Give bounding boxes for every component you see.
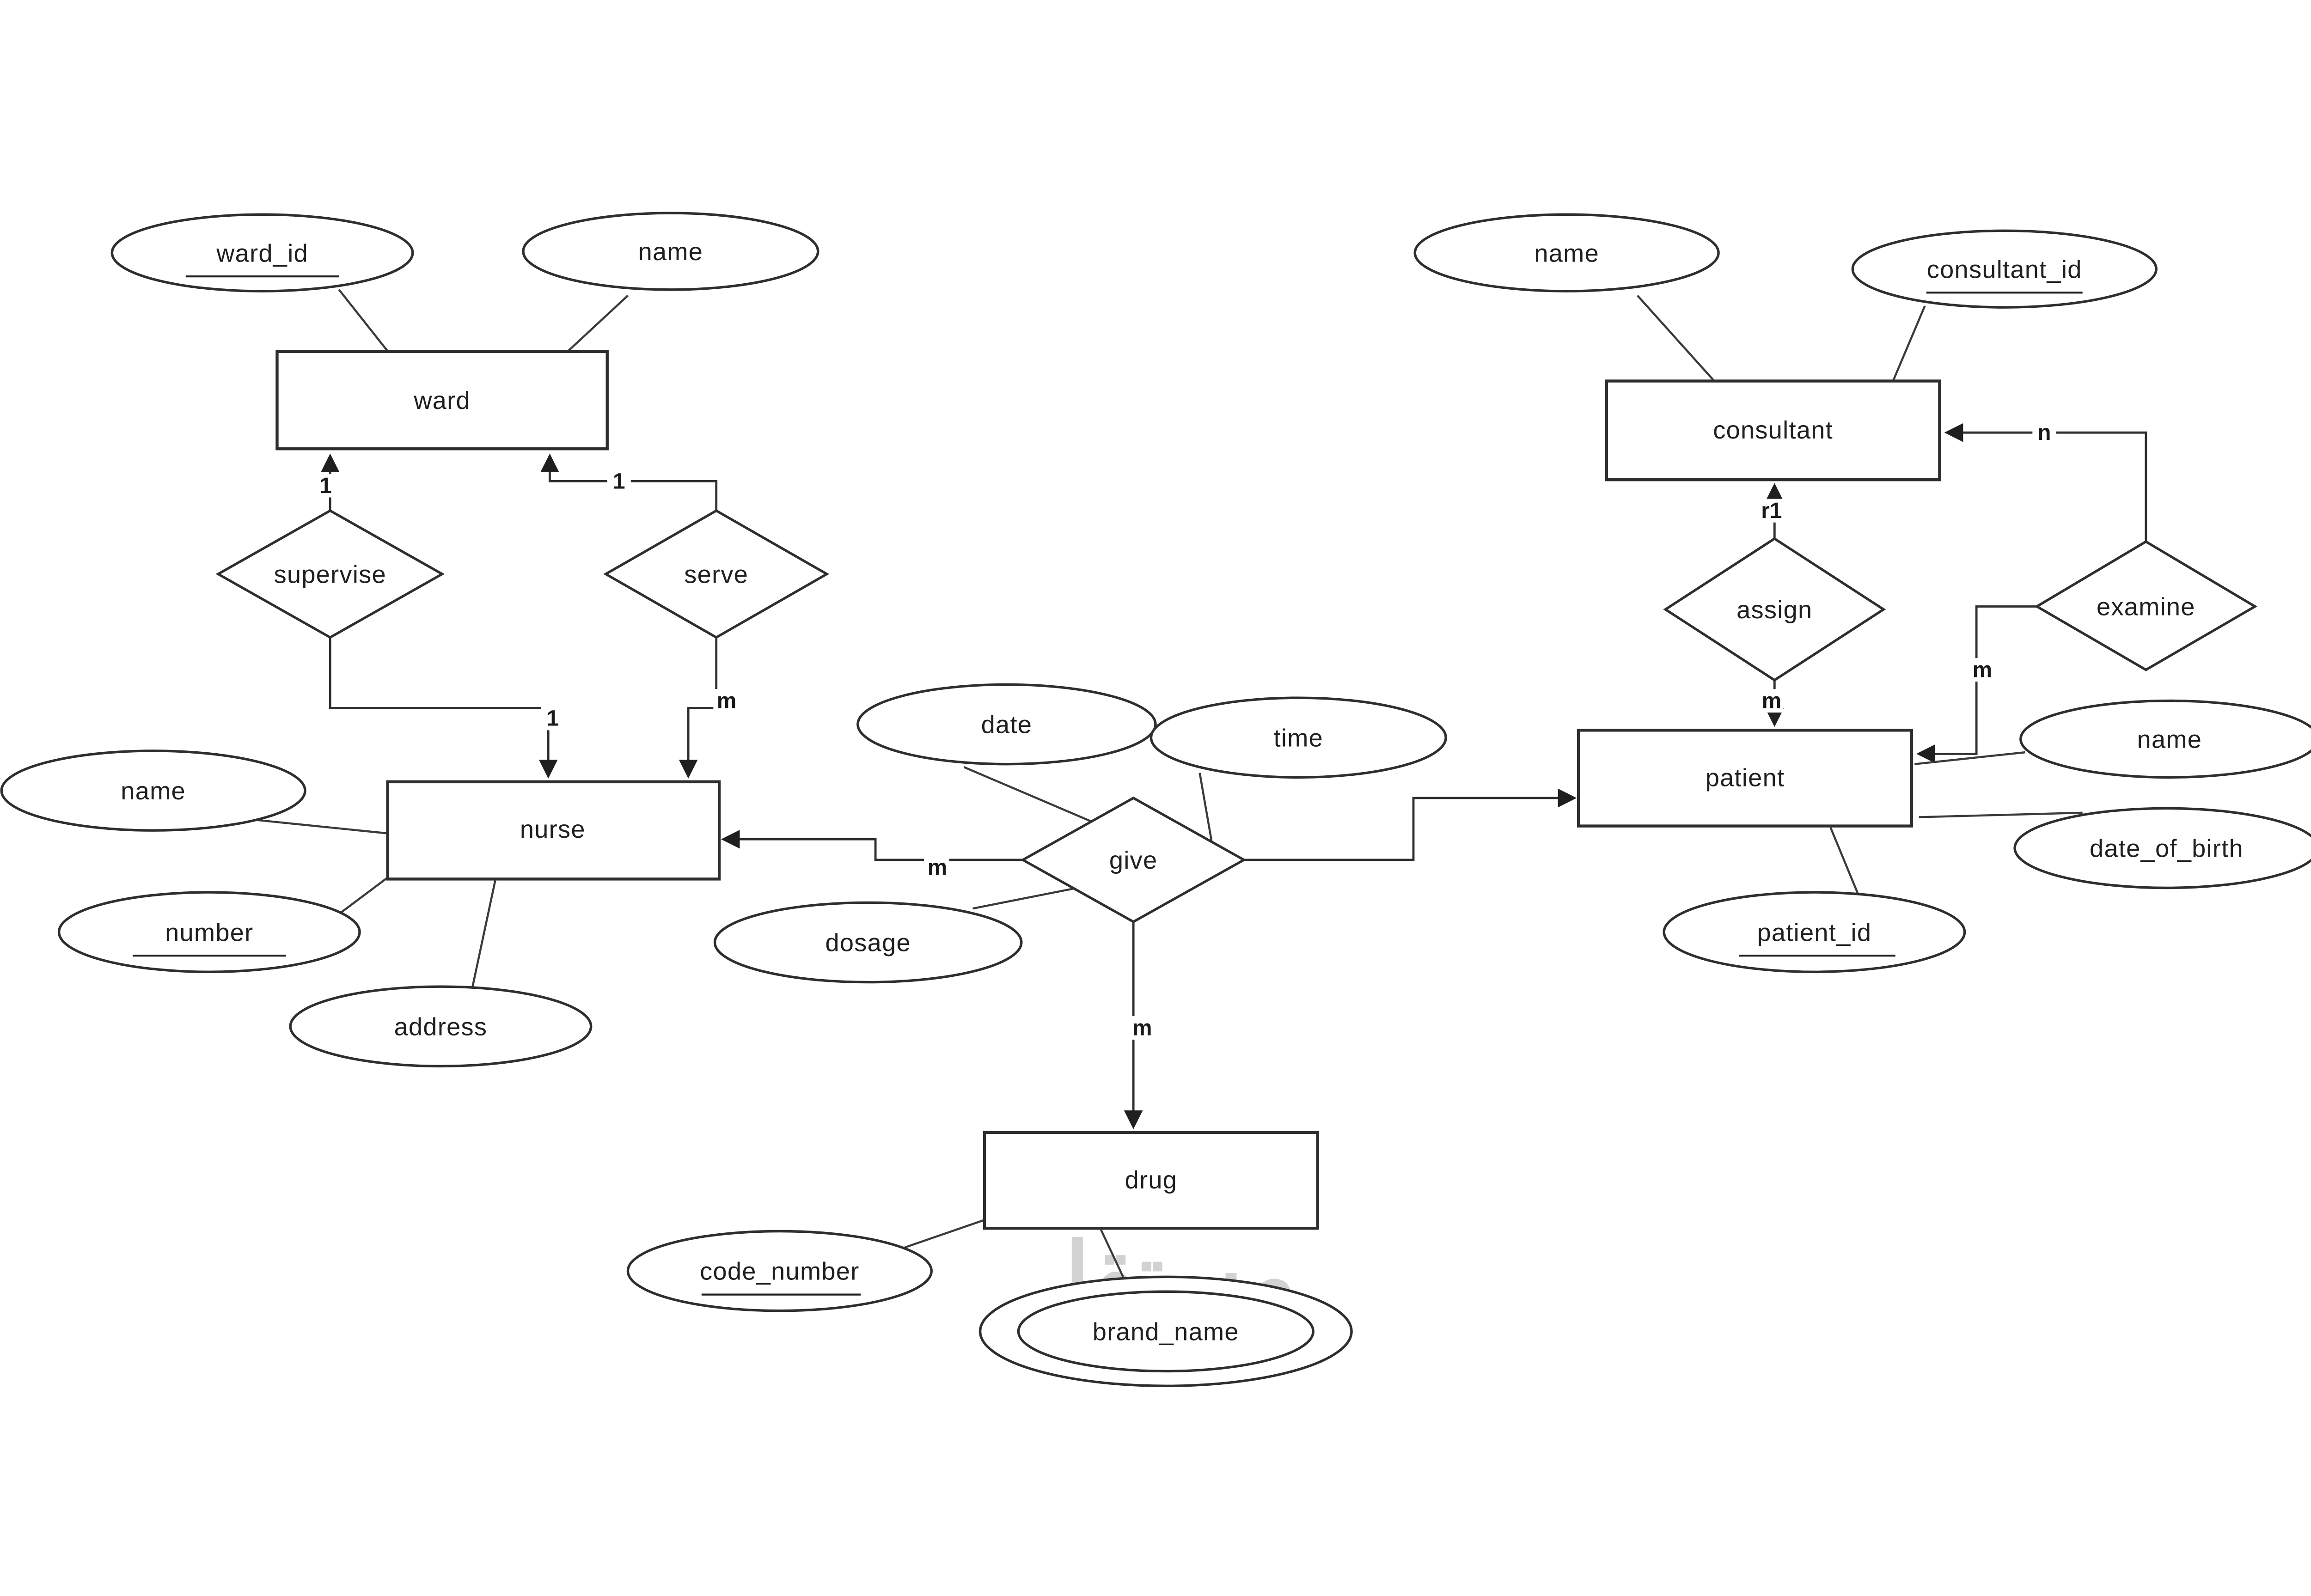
cardinality-labels: 1 1 1 m m m r1 m n m	[314, 420, 2056, 1040]
attribute-number-ellipse	[57, 891, 361, 973]
line-time-give	[1198, 773, 1213, 841]
relationships	[215, 509, 2258, 923]
attribute-address-label: address	[394, 1013, 488, 1041]
cardinality-bg	[1758, 689, 1784, 713]
shape-labels: ward nurse consultant patient drug super…	[121, 238, 2244, 1346]
attribute-connectors	[243, 289, 2083, 1278]
cardinality-supervise-nurse: 1	[546, 707, 559, 731]
cardinality-assign-patient: m	[1762, 688, 1782, 713]
relationship-assign-label: assign	[1736, 596, 1812, 624]
cardinality-bg	[1129, 1016, 1154, 1040]
entity-nurse-label: nurse	[520, 816, 586, 843]
cardinality-bg	[1969, 658, 1994, 682]
attribute-patient-name-label: name	[2137, 726, 2202, 754]
entity-drug-label: drug	[1125, 1166, 1178, 1194]
line-address-nurse	[471, 880, 496, 992]
entity-consultant-label: consultant	[1713, 416, 1833, 444]
attribute-patient-name-ellipse	[2019, 699, 2311, 779]
attribute-ward-name-ellipse	[522, 212, 819, 291]
attribute-code-number-ellipse	[626, 1230, 933, 1312]
cardinality-assign-consultant: r1	[1761, 499, 1782, 523]
cardinality-bg	[713, 689, 739, 713]
entity-patient-label: patient	[1706, 764, 1785, 792]
connector-give-patient	[1244, 788, 1577, 861]
attribute-consultant-id-ellipse	[1851, 229, 2158, 309]
attribute-date-of-birth-ellipse	[2013, 807, 2311, 889]
attribute-ward-id-label: ward_id	[216, 239, 308, 267]
attribute-dosage-ellipse	[713, 901, 1023, 984]
attribute-time-label: time	[1274, 724, 1323, 752]
relationship-serve-diamond	[603, 509, 830, 639]
attribute-time-ellipse	[1149, 696, 1447, 779]
attribute-patient-id-ellipse	[1663, 891, 1966, 973]
line-number-nurse	[340, 877, 388, 914]
attribute-consultant-name-label: name	[1534, 239, 1599, 267]
cardinality-examine-patient: m	[1973, 658, 1993, 682]
attribute-date-label: date	[981, 711, 1033, 739]
attribute-number-label: number	[165, 919, 253, 946]
entity-patient-rect	[1577, 729, 1914, 828]
line-date-give	[963, 766, 1106, 828]
cardinality-serve-ward: 1	[613, 469, 625, 493]
attribute-nurse-name-label: name	[121, 777, 186, 805]
line-ward-id-ward	[338, 289, 390, 354]
attribute-date-ellipse	[856, 683, 1157, 766]
relationship-examine-label: examine	[2097, 593, 2195, 621]
attribute-consultant-id-label: consultant_id	[1927, 256, 2082, 283]
attribute-consultant-name-ellipse	[1413, 213, 1720, 292]
cardinality-serve-nurse: m	[717, 688, 737, 713]
line-consultant-name-consultant	[1637, 295, 1717, 384]
attribute-dosage-label: dosage	[825, 929, 911, 957]
line-brand-name-drug	[1100, 1229, 1124, 1278]
attribute-code-number-label: code_number	[700, 1258, 859, 1285]
line-consultant-id-consultant	[1891, 305, 1926, 383]
connector-examine-consultant	[1944, 423, 2147, 542]
entity-drug-rect	[983, 1131, 1319, 1230]
attribute-address-ellipse	[289, 985, 593, 1068]
relationship-supervise-label: supervise	[274, 560, 386, 588]
line-date-of-birth-patient	[1919, 811, 2083, 818]
connector-give-nurse	[721, 829, 1023, 861]
attribute-date-of-birth-label: date_of_birth	[2090, 835, 2244, 863]
line-patient-id-patient	[1829, 827, 1860, 896]
cardinality-give-nurse: m	[928, 855, 948, 880]
relationship-supervise-diamond	[215, 509, 445, 639]
connector-serve-nurse	[679, 637, 718, 779]
cardinality-bg	[541, 707, 565, 731]
line-dosage-give	[972, 885, 1085, 910]
cardinality-examine-consultant: n	[2037, 420, 2051, 445]
line-ward-name-ward	[565, 294, 629, 354]
attribute-ward-name-label: name	[638, 238, 703, 266]
connector-supervise-nurse	[329, 637, 558, 779]
cardinality-give-drug: m	[1132, 1016, 1152, 1040]
line-patient-name-patient	[1914, 751, 2025, 765]
attribute-nurse-name-ellipse	[0, 749, 306, 832]
entity-consultant-rect	[1605, 379, 1941, 481]
connector-serve-ward	[540, 453, 718, 511]
cardinality-bg	[607, 469, 631, 493]
relationship-examine-diamond	[2034, 540, 2258, 671]
line-code-number-drug	[905, 1218, 987, 1249]
attribute-brand-name-inner-ellipse	[1017, 1290, 1314, 1373]
attributes	[0, 212, 2311, 1388]
cardinality-bg	[314, 474, 338, 498]
attribute-brand-name-label: brand_name	[1093, 1318, 1239, 1346]
cardinality-bg	[2032, 420, 2056, 445]
relationship-assign-diamond	[1663, 537, 1886, 682]
entities	[275, 350, 1941, 1230]
line-nurse-name-nurse	[243, 817, 388, 835]
entity-ward-rect	[275, 350, 609, 451]
relationship-serve-label: serve	[684, 560, 748, 588]
cardinality-supervise-ward: 1	[319, 474, 332, 498]
attribute-ward-id-ellipse	[110, 213, 414, 292]
relationship-give-diamond	[1020, 796, 1247, 923]
entity-nurse-rect	[386, 780, 721, 881]
cardinality-bg	[1755, 499, 1788, 523]
entity-ward-label: ward	[413, 387, 471, 414]
relationship-give-label: give	[1109, 847, 1158, 874]
attribute-patient-id-label: patient_id	[1757, 919, 1871, 946]
cardinality-bg	[924, 855, 949, 879]
